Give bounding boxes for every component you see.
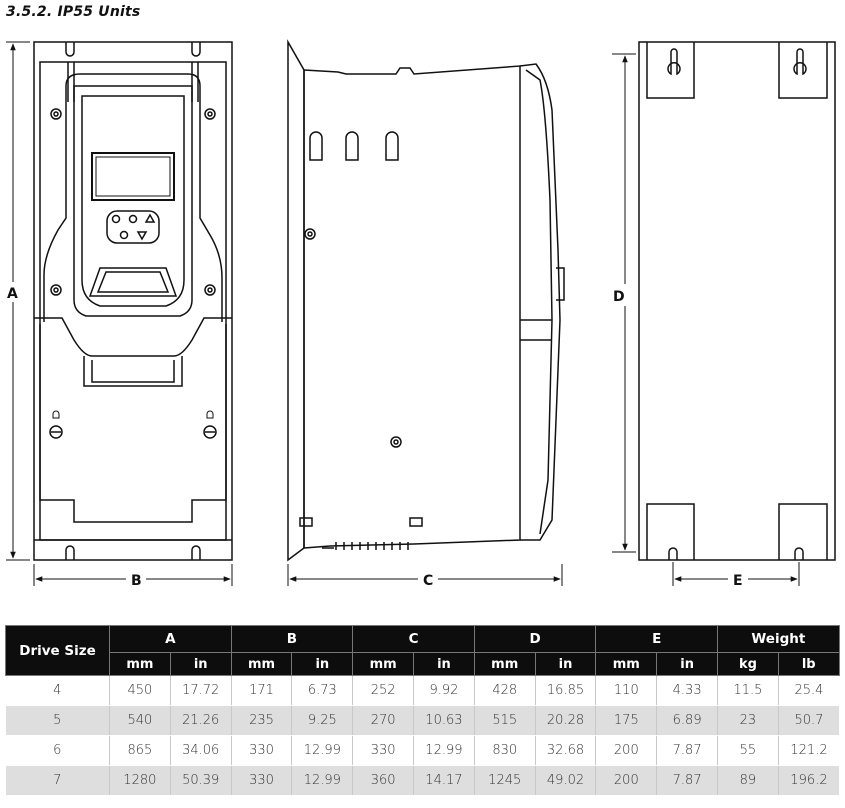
unit-header: lb <box>777 652 840 676</box>
table-row: 6 865 34.06 330 12.99 330 12.99 830 32.6… <box>5 735 840 766</box>
unit-header: mm <box>352 652 415 676</box>
table-cell: 12.99 <box>413 735 475 766</box>
table-cell: 540 <box>109 705 171 736</box>
table-cell: 200 <box>595 765 657 796</box>
section-title: 3.5.2. IP55 Units <box>6 4 141 20</box>
table-cell: 23 <box>717 705 779 736</box>
table-cell: 9.92 <box>413 675 475 706</box>
table-cell: 16.85 <box>534 675 596 706</box>
dimension-label-b: B <box>131 573 142 589</box>
dimension-label-d: D <box>613 289 625 305</box>
table-cell: 830 <box>473 735 536 766</box>
unit-header: in <box>291 652 354 676</box>
group-header-c: C <box>352 625 475 653</box>
dimension-label-c: C <box>423 573 433 589</box>
table-cell: 7.87 <box>656 765 718 796</box>
table-cell: 32.68 <box>534 735 596 766</box>
front-view <box>33 41 233 561</box>
group-header-d: D <box>473 625 597 653</box>
group-header-a: A <box>109 625 232 653</box>
table-cell: 428 <box>473 675 536 706</box>
table-row: 4 450 17.72 171 6.73 252 9.92 428 16.85 … <box>5 675 840 706</box>
table-cell: 7.87 <box>656 735 718 766</box>
table-cell: 6.73 <box>291 675 353 706</box>
table-cell: 20.28 <box>534 705 596 736</box>
technical-drawing: A B C D E <box>6 39 836 589</box>
table-cell: 330 <box>230 735 292 766</box>
side-view <box>287 39 565 562</box>
dimension-label-e: E <box>733 573 743 589</box>
table-cell: 110 <box>595 675 657 706</box>
group-header-e: E <box>595 625 719 653</box>
table-cell: 121.2 <box>777 735 840 766</box>
table-cell: 25.4 <box>777 675 840 706</box>
unit-header: kg <box>717 652 779 676</box>
back-view <box>638 41 836 561</box>
table-cell: 235 <box>230 705 292 736</box>
unit-header: mm <box>595 652 658 676</box>
table-cell: 17.72 <box>169 675 232 706</box>
unit-header: in <box>413 652 475 676</box>
dimension-label-a: A <box>7 286 18 302</box>
table-cell: 50.7 <box>777 705 840 736</box>
table-cell: 55 <box>717 735 779 766</box>
table-cell: 49.02 <box>534 765 596 796</box>
unit-header: in <box>534 652 597 676</box>
unit-header: mm <box>230 652 293 676</box>
table-cell: 11.5 <box>717 675 779 706</box>
dimensions-table: Drive Size A B C D E Weight mm in mm in … <box>5 625 840 796</box>
table-cell: 14.17 <box>413 765 475 796</box>
table-cell: 200 <box>595 735 657 766</box>
table-cell: 360 <box>352 765 414 796</box>
table-cell: 196.2 <box>777 765 840 796</box>
dimension-lines <box>6 41 800 586</box>
table-cell: 865 <box>109 735 171 766</box>
table-cell: 6.89 <box>656 705 718 736</box>
table-cell: 89 <box>717 765 779 796</box>
table-cell: 9.25 <box>291 705 353 736</box>
table-cell: 12.99 <box>291 765 353 796</box>
cell-drive-size: 7 <box>5 765 110 796</box>
drive-size-header: Drive Size <box>5 625 110 676</box>
table-cell: 330 <box>230 765 292 796</box>
table-cell: 1280 <box>109 765 171 796</box>
table-cell: 175 <box>595 705 657 736</box>
unit-header: mm <box>109 652 171 676</box>
table-cell: 171 <box>230 675 292 706</box>
table-cell: 252 <box>352 675 414 706</box>
unit-header: in <box>169 652 232 676</box>
group-header-weight: Weight <box>717 625 840 653</box>
group-header-b: B <box>230 625 354 653</box>
table-row: 7 1280 50.39 330 12.99 360 14.17 1245 49… <box>5 765 840 796</box>
cell-drive-size: 6 <box>5 735 110 766</box>
unit-header: in <box>656 652 719 676</box>
table-cell: 450 <box>109 675 171 706</box>
cell-drive-size: 5 <box>5 705 110 736</box>
cell-drive-size: 4 <box>5 675 110 706</box>
table-cell: 330 <box>352 735 414 766</box>
table-header-groups: Drive Size A B C D E Weight <box>5 625 840 676</box>
unit-header: mm <box>473 652 536 676</box>
table-header-units: mm in mm in mm in mm in mm in kg lb <box>6 652 840 676</box>
table-cell: 4.33 <box>656 675 718 706</box>
table-cell: 34.06 <box>169 735 232 766</box>
table-row: 5 540 21.26 235 9.25 270 10.63 515 20.28… <box>5 705 840 736</box>
table-cell: 270 <box>352 705 414 736</box>
table-cell: 12.99 <box>291 735 353 766</box>
table-cell: 515 <box>473 705 536 736</box>
table-cell: 50.39 <box>169 765 232 796</box>
table-cell: 1245 <box>473 765 536 796</box>
table-cell: 21.26 <box>169 705 232 736</box>
table-cell: 10.63 <box>413 705 475 736</box>
